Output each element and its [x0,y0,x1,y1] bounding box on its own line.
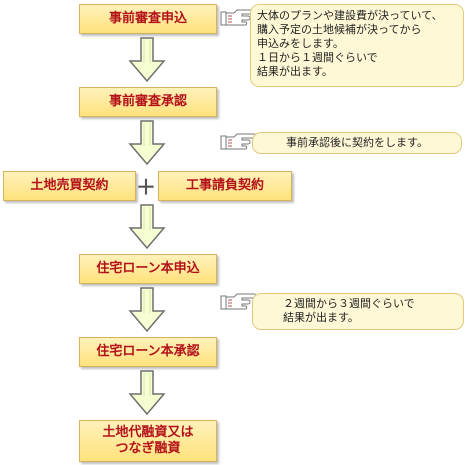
step-label-line2: つなぎ融資 [115,441,181,456]
note-loan-result-timing: ２週間から３週間ぐらいで 結果が出ます。 [252,293,464,330]
note-line: １日から１週間ぐらいで [257,51,378,64]
note-line: 購入予定の土地候補が決ってから [257,23,422,36]
note-line: 結果が出ます。 [283,311,359,324]
note-contract-after-approval: 事前承認後に契約をします。 [252,132,462,154]
step-preliminary-review-approval: 事前審査承認 [79,87,217,117]
pointing-hand-icon [220,133,256,150]
step-label: 土地売買契約 [30,178,109,193]
down-arrow-icon [128,120,166,166]
note-preliminary-application: 大体のプランや建設費が決っていて、 購入予定の土地候補が決ってから 申込みをしま… [250,4,464,87]
plus-sign: ＋ [136,175,156,199]
step-label: 住宅ローン本承認 [96,344,200,359]
step-land-purchase-contract: 土地売買契約 [3,171,136,201]
step-housing-loan-application: 住宅ローン本申込 [79,254,217,284]
step-label: 事前審査承認 [108,94,187,109]
step-housing-loan-approval: 住宅ローン本承認 [79,337,217,367]
step-construction-contract: 工事請負契約 [158,171,292,201]
note-line: 事前承認後に契約をします。 [286,136,428,149]
step-label: 住宅ローン本申込 [96,261,200,276]
down-arrow-icon [128,204,166,250]
pointing-hand-icon [220,293,256,310]
step-land-or-bridge-loan: 土地代融資又は つなぎ融資 [79,420,217,462]
down-arrow-icon [128,370,166,416]
note-line: 申込みをします。 [257,37,344,50]
down-arrow-icon [128,37,166,83]
note-line: 大体のプランや建設費が決っていて、 [257,9,443,22]
note-line: ２週間から３週間ぐらいで [283,297,415,310]
step-preliminary-review-application: 事前審査申込 [79,4,217,34]
down-arrow-icon [128,287,166,333]
step-label: 工事請負契約 [185,178,264,193]
step-label: 事前審査申込 [108,11,187,26]
note-line: 結果が出ます。 [257,65,333,78]
step-label-line1: 土地代融資又は [102,425,194,440]
